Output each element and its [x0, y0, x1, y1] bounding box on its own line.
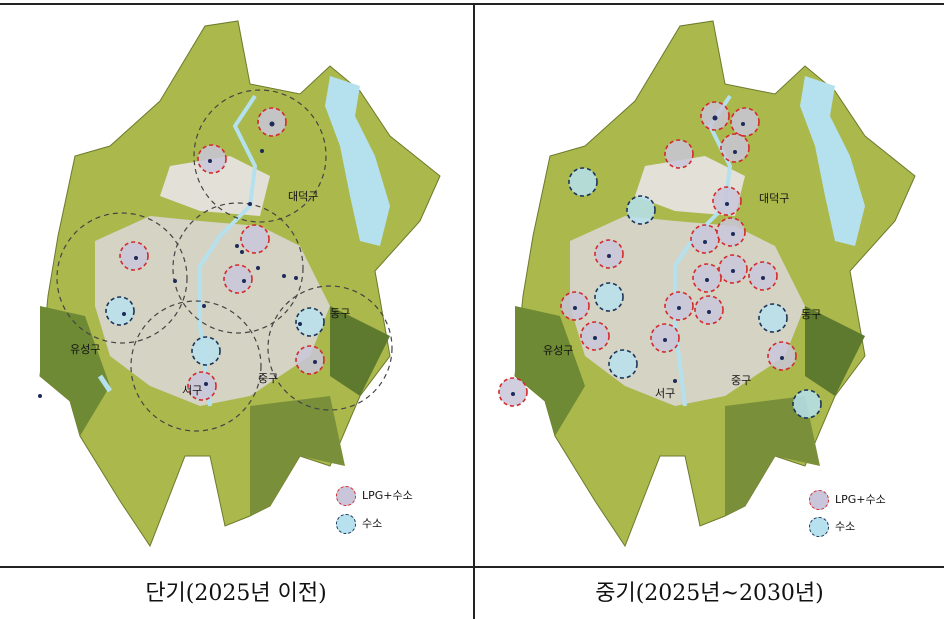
map-mid-term [498, 20, 916, 548]
district-label-jung: 중구 [258, 372, 279, 385]
caption-rule [0, 566, 944, 568]
legend-item-lpg: LPG+수소 [809, 490, 886, 510]
panel-divider [473, 3, 475, 619]
legend-label-h2: 수소 [362, 517, 383, 530]
terrain-west [515, 306, 585, 436]
urban-area [95, 216, 330, 406]
legend-label-lpg: LPG+수소 [362, 489, 413, 502]
legend-item-h2: 수소 [809, 517, 855, 537]
district-label-dong: 동구 [801, 308, 822, 321]
coverage-circles [56, 89, 393, 432]
top-rule [0, 3, 944, 5]
legend-item-h2: 수소 [336, 514, 382, 534]
caption-mid-term: 중기(2025년~2030년) [595, 581, 824, 606]
h2-stations [105, 296, 325, 366]
map-panel-mid-term: 대덕구 유성구 동구 서구 중구 LPG+수소 수소 [475, 6, 944, 566]
district-label-jung: 중구 [731, 374, 752, 387]
h2-swatch-icon [336, 514, 356, 534]
existing-station-dots [38, 121, 317, 398]
legend-label-h2: 수소 [835, 520, 856, 533]
h2-swatch-icon [809, 517, 829, 537]
district-label-seo: 서구 [182, 384, 203, 397]
existing-station-dots [511, 115, 784, 396]
district-label-daedeok: 대덕구 [759, 192, 790, 205]
district-label-yuseong: 유성구 [543, 344, 574, 357]
caption-short-term: 단기(2025년 이전) [145, 581, 327, 606]
terrain-south [250, 396, 345, 516]
terrain-west [40, 306, 110, 436]
terrain-east [805, 306, 865, 396]
lpg-swatch-icon [336, 486, 356, 506]
lpg-stations [119, 107, 325, 401]
h2-stations [568, 167, 822, 419]
map-short-term [38, 20, 441, 548]
district-label-dong: 동구 [330, 307, 351, 320]
terrain-south [725, 396, 820, 516]
pond [97, 374, 113, 393]
lpg-swatch-icon [809, 490, 829, 510]
district-label-seo: 서구 [655, 387, 676, 400]
map-panel-short-term: 대덕구 유성구 동구 서구 중구 LPG+수소 수소 [0, 6, 472, 566]
legend-item-lpg: LPG+수소 [336, 486, 413, 506]
legend-label-lpg: LPG+수소 [835, 493, 886, 506]
district-label-yuseong: 유성구 [70, 343, 101, 356]
district-label-daedeok: 대덕구 [288, 190, 319, 203]
urban-north [160, 156, 270, 216]
lake [800, 76, 865, 246]
terrain-east [330, 306, 390, 396]
lake [325, 76, 390, 246]
